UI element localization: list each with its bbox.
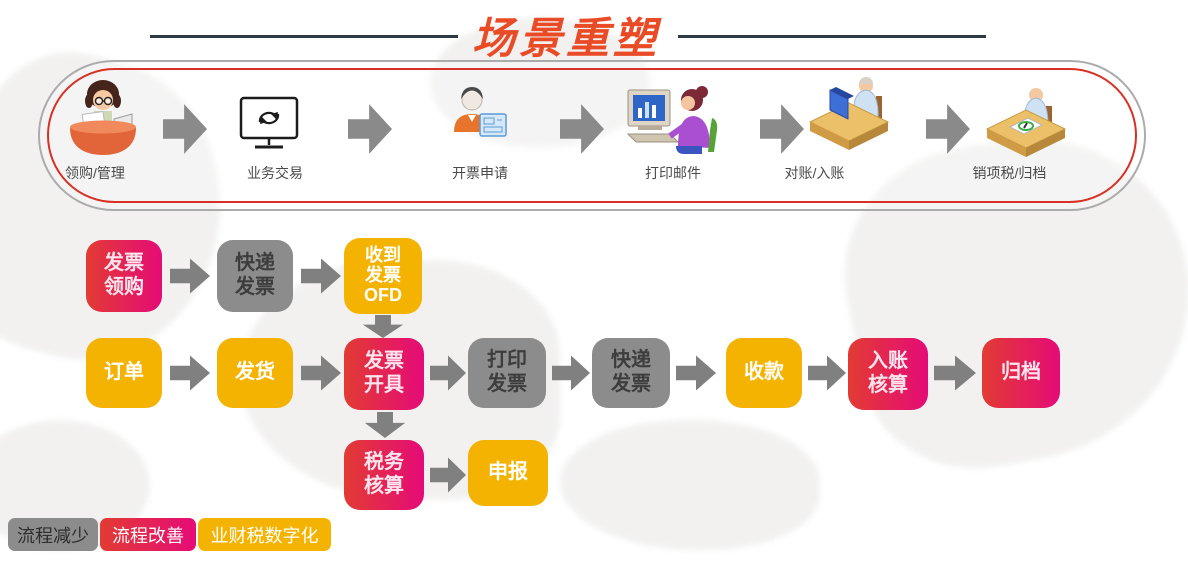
person-invoice-form-icon xyxy=(454,87,507,137)
flow-node-invoice-purchase: 发票 领购 xyxy=(86,240,162,312)
pipeline-step-label: 领购/管理 xyxy=(65,165,125,181)
flow-node-print-invoice: 打印 发票 xyxy=(468,338,546,408)
arrow-right-icon xyxy=(170,355,210,391)
monitor-sync-icon xyxy=(239,96,299,149)
page-title: 场景重塑 xyxy=(472,15,660,63)
flow-node-collect-payment: 收款 xyxy=(726,338,802,408)
pipeline-step-label: 业务交易 xyxy=(247,165,303,181)
woman-at-computer-icon xyxy=(626,86,718,154)
legend-process-reduced: 流程减少 xyxy=(8,518,98,551)
flow-node-tax-accounting: 税务 核算 xyxy=(344,440,424,510)
pipeline-step-label: 销项税/归档 xyxy=(972,165,1047,181)
legend-digitalization: 业财税数字化 xyxy=(198,518,331,551)
flow-node-declare: 申报 xyxy=(468,440,548,506)
flow-node-courier-invoice-2: 快递 发票 xyxy=(592,338,670,408)
legend-process-improved: 流程改善 xyxy=(100,518,196,551)
person-desk-writing-icon xyxy=(985,88,1067,157)
pipeline-step-label: 开票申请 xyxy=(452,165,508,181)
flow-node-order: 订单 xyxy=(86,338,162,408)
map-shape xyxy=(560,420,820,550)
flow-node-invoice-issue: 发票 开具 xyxy=(344,338,424,410)
title-rule-right xyxy=(678,35,986,38)
flow-node-archive: 归档 xyxy=(982,338,1060,408)
woman-reading-desk-icon xyxy=(70,80,136,155)
person-desk-computer-icon xyxy=(808,77,890,150)
flow-node-courier-invoice-1: 快递 发票 xyxy=(217,240,293,312)
arrow-right-icon xyxy=(676,355,716,391)
pipeline-step-label: 打印邮件 xyxy=(645,165,701,181)
pipeline-step-label: 对账/入账 xyxy=(784,165,845,181)
title-rule-left xyxy=(150,35,458,38)
pipeline-capsule-inner xyxy=(47,68,1137,203)
arrow-right-icon xyxy=(808,355,846,391)
flow-node-receive-ofd: 收到 发票 OFD xyxy=(344,238,422,314)
flow-node-booking: 入账 核算 xyxy=(848,338,928,410)
flow-node-ship: 发货 xyxy=(217,338,293,408)
